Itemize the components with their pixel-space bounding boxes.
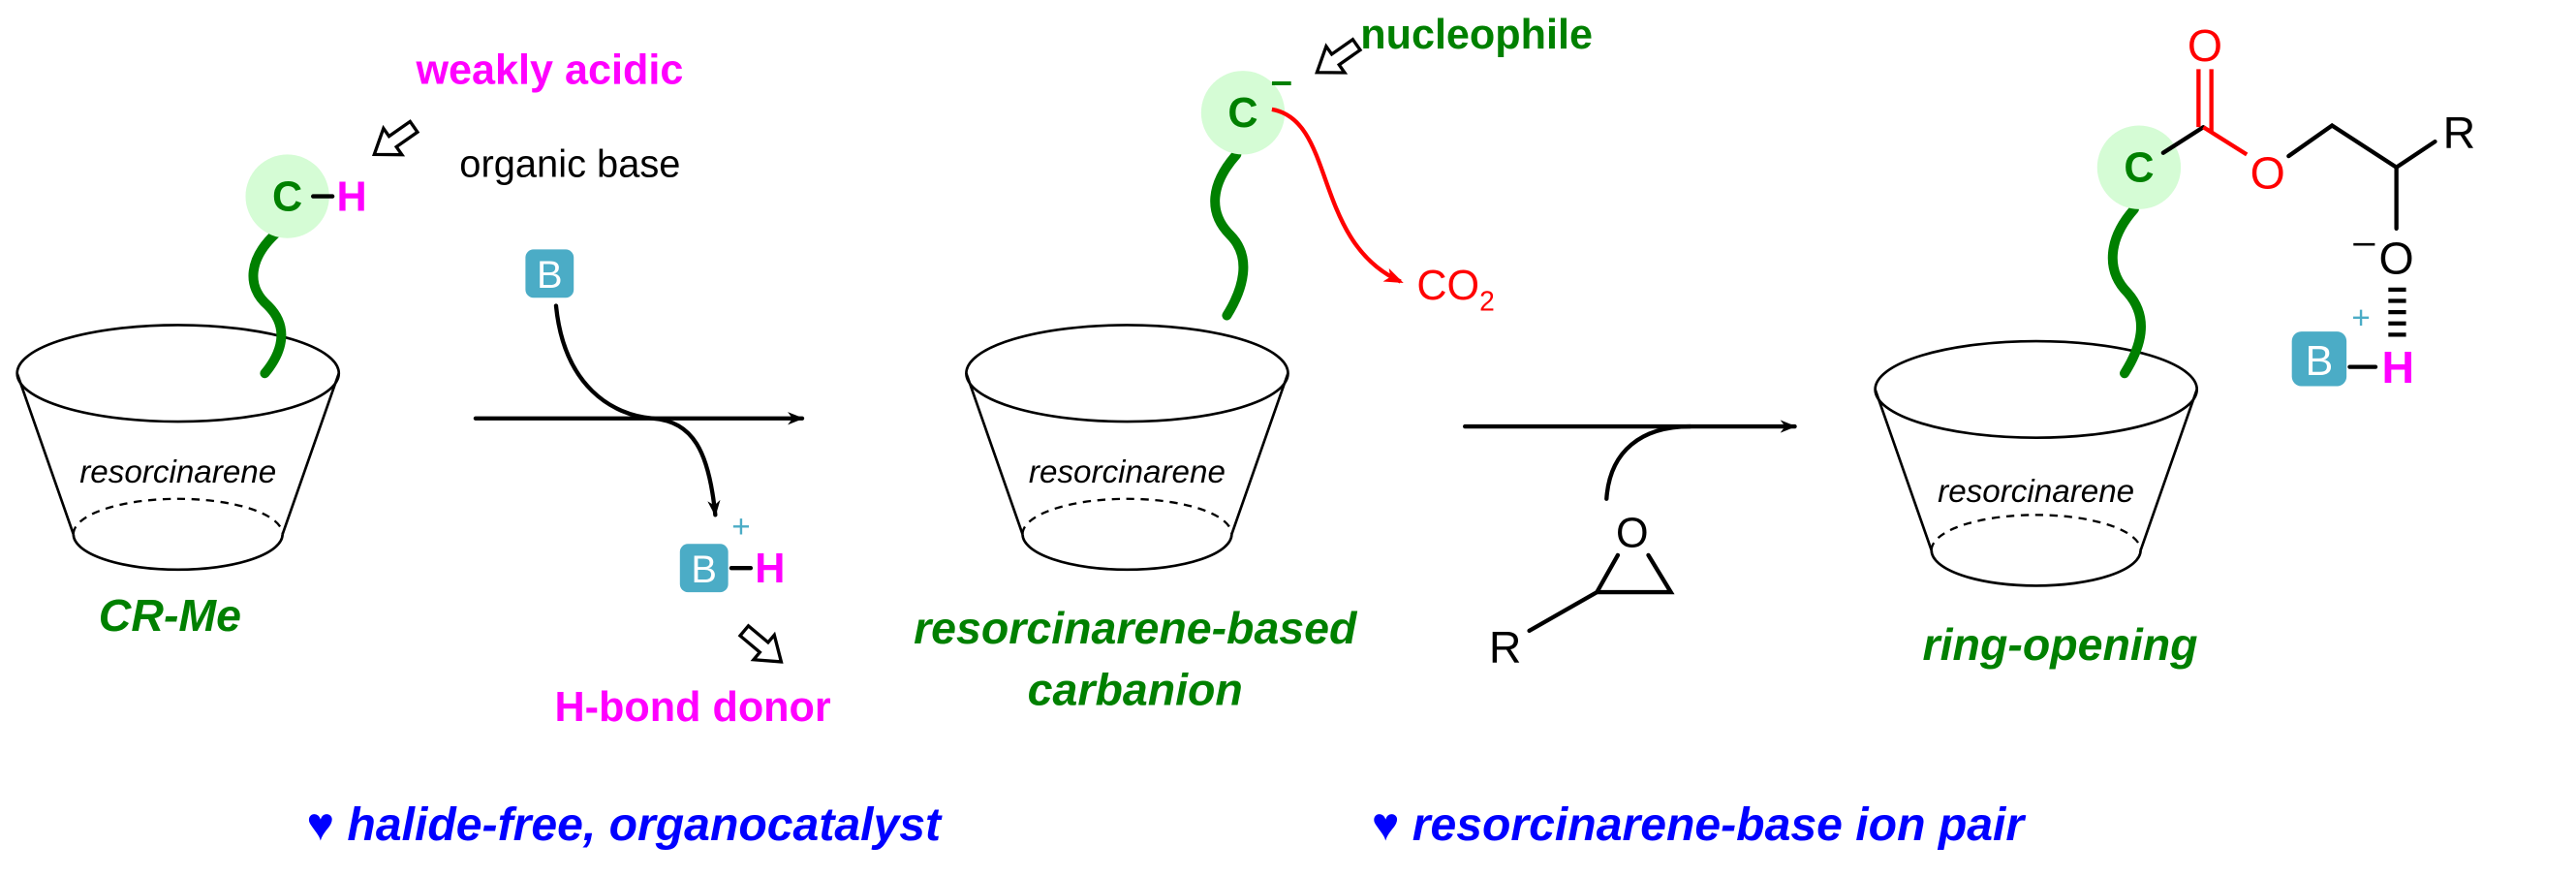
epoxide-o: O bbox=[1616, 511, 1649, 557]
plus-charge: + bbox=[2351, 300, 2370, 336]
cr-me-structure: resorcinarene C H weakly acidic CR-Me bbox=[16, 47, 683, 641]
footer-note-right: ♥resorcinarene-base ion pair bbox=[1372, 799, 2027, 851]
linker-wave bbox=[2107, 204, 2146, 379]
base-letter: B bbox=[537, 254, 563, 297]
base-letter: B bbox=[691, 548, 717, 591]
alkoxide-o: O bbox=[2379, 233, 2414, 283]
ring-opening-structure: resorcinarene C O O R O – B + H ring-ope… bbox=[1874, 20, 2476, 670]
ring-opening-label: ring-opening bbox=[1923, 619, 2198, 670]
footer-notes: ♥halide-free, organocatalyst ♥resorcinar… bbox=[307, 799, 2027, 851]
footer-note-left: ♥halide-free, organocatalyst bbox=[307, 799, 943, 851]
c-highlight bbox=[245, 154, 329, 238]
cup-label: resorcinarene bbox=[79, 454, 276, 490]
atom-c: C bbox=[272, 174, 302, 221]
epoxide-arc bbox=[1604, 423, 1692, 501]
negative-charge: – bbox=[1271, 59, 1292, 102]
open-arrow-icon bbox=[1306, 29, 1368, 87]
red-curved-arrow bbox=[1271, 107, 1404, 284]
organic-base-label: organic base bbox=[459, 143, 680, 186]
carbanion-label-line1: resorcinarene-based bbox=[914, 603, 1358, 653]
plus-charge: + bbox=[731, 510, 750, 546]
base-box-protonated bbox=[679, 544, 729, 593]
ester-o: O bbox=[2250, 147, 2285, 198]
proton-h: H bbox=[755, 546, 785, 592]
atom-c: C bbox=[2124, 145, 2154, 192]
atom-c: C bbox=[1227, 90, 1257, 137]
co2-label: CO2 bbox=[1416, 263, 1494, 317]
c-highlight bbox=[2096, 125, 2182, 209]
base-letter: B bbox=[2306, 338, 2334, 385]
nucleophile-label: nucleophile bbox=[1360, 12, 1593, 58]
hydrogen-bond-dashes bbox=[2388, 287, 2406, 337]
base-box bbox=[2291, 331, 2347, 387]
ring-opening-step: O R bbox=[1463, 420, 1797, 673]
heart-icon: ♥ bbox=[307, 799, 335, 851]
proton-h: H bbox=[2381, 342, 2414, 392]
carbonyl-o: O bbox=[2188, 20, 2222, 71]
cr-me-label: CR-Me bbox=[99, 590, 241, 641]
c-highlight bbox=[1200, 71, 1286, 155]
cup-label: resorcinarene bbox=[1029, 454, 1226, 490]
cup-label: resorcinarene bbox=[1938, 474, 2134, 510]
open-arrow-icon bbox=[731, 616, 793, 676]
deprotonation-step: organic base B B + H H-bond donor bbox=[459, 143, 831, 731]
base-box bbox=[525, 249, 574, 298]
carbanion-label-line2: carbanion bbox=[1028, 664, 1243, 714]
open-arrow-icon bbox=[363, 111, 425, 170]
heart-icon: ♥ bbox=[1372, 799, 1400, 851]
linker-wave bbox=[1210, 149, 1249, 321]
curved-arrow bbox=[553, 303, 721, 517]
resorcinarene-cup bbox=[16, 324, 341, 572]
epoxide-r: R bbox=[1489, 622, 1522, 673]
substituent-r: R bbox=[2443, 108, 2476, 158]
atom-h: H bbox=[336, 174, 366, 221]
negative-charge: – bbox=[2353, 220, 2375, 263]
resorcinarene-cup bbox=[965, 324, 1289, 572]
h-bond-donor-label: H-bond donor bbox=[554, 684, 830, 731]
linker-wave bbox=[248, 227, 287, 379]
carbanion-structure: resorcinarene C – nucleophile CO2 resorc… bbox=[914, 12, 1593, 715]
epoxide-ring bbox=[1593, 552, 1675, 595]
weakly-acidic-label: weakly acidic bbox=[415, 47, 683, 93]
resorcinarene-cup bbox=[1874, 339, 2199, 587]
